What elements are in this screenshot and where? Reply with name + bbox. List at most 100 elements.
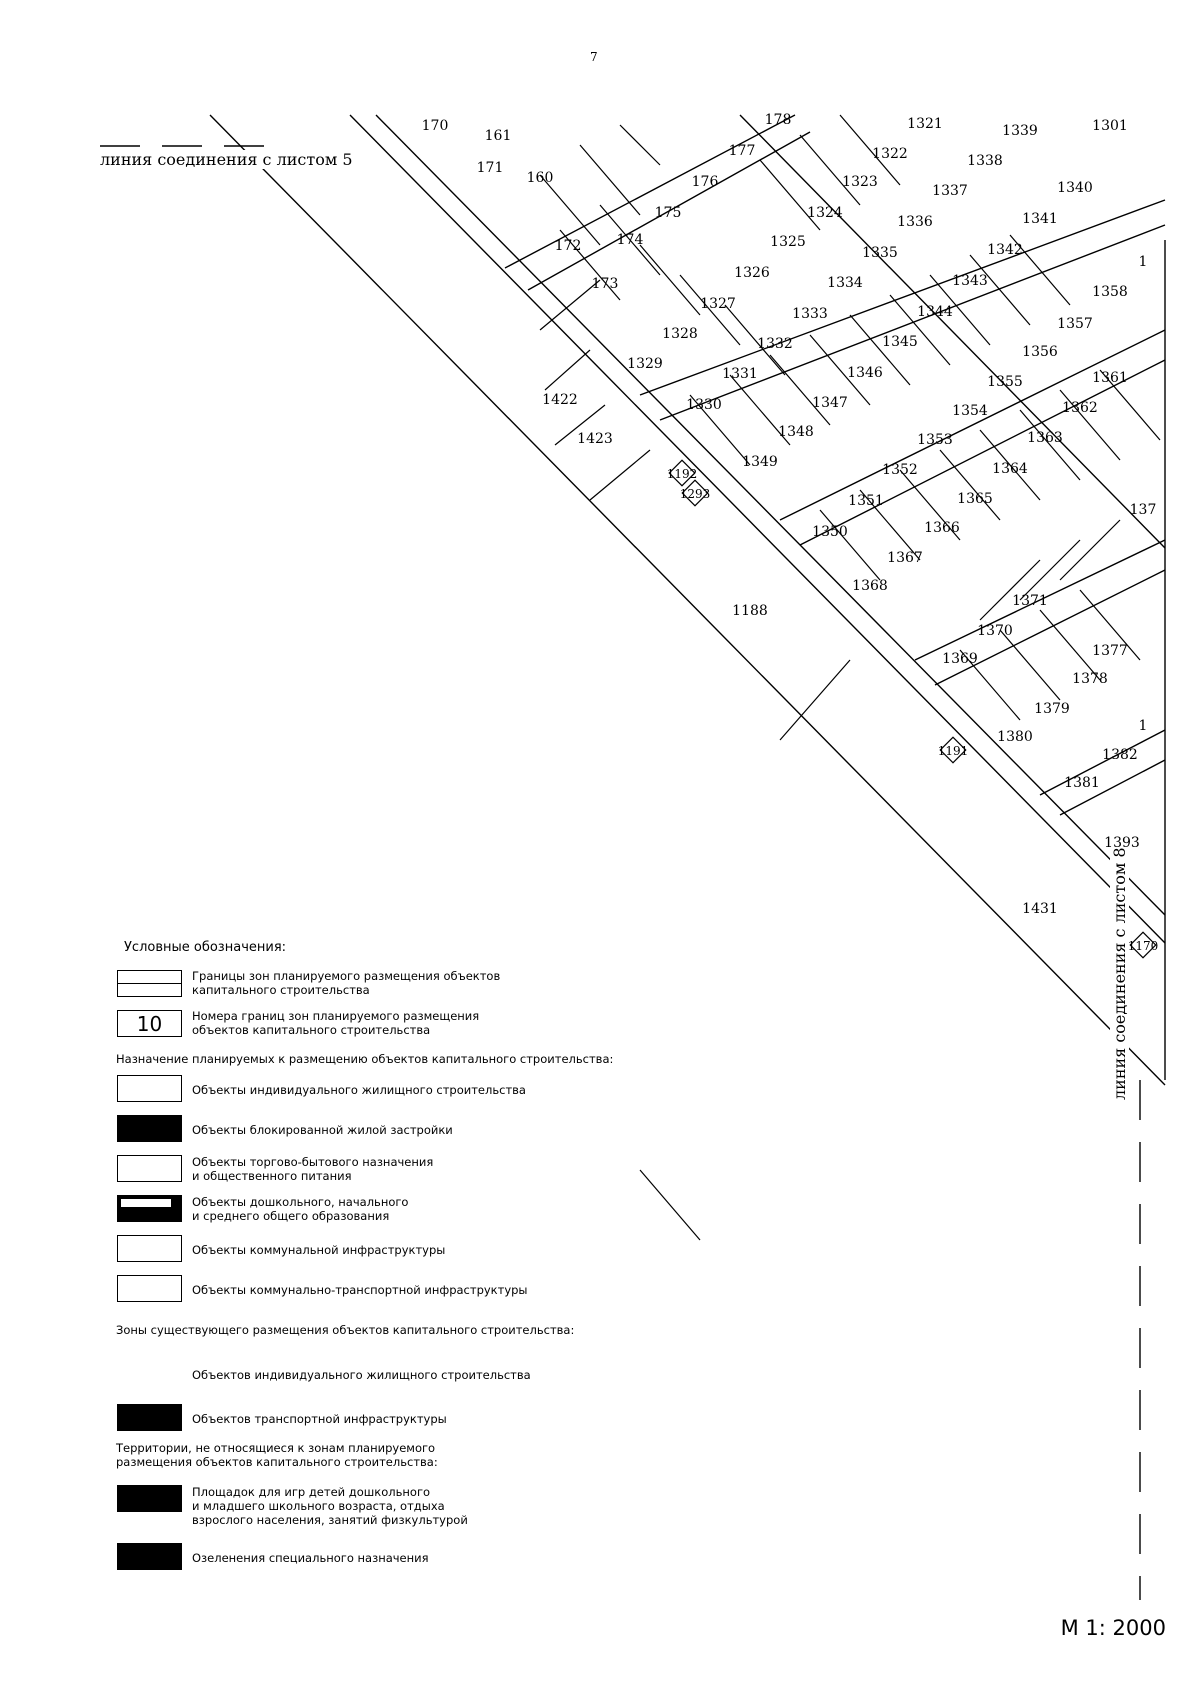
lot-number-label: 1356 [1022, 344, 1058, 360]
lot-divider [899, 469, 961, 541]
lot-number-label: 1353 [917, 432, 953, 448]
lot-number-label: 171 [477, 160, 504, 176]
lot-divider [539, 174, 601, 246]
legend-symbol-existing-izhs [117, 1360, 182, 1387]
lot-divider [599, 204, 661, 276]
legend-symbol-communal-transport [117, 1275, 182, 1302]
lot-divider [554, 404, 606, 446]
lot-divider [579, 144, 641, 216]
lot-number-label: 1431 [1022, 901, 1058, 917]
lot-number-label: 174 [617, 232, 644, 248]
street-edge [934, 569, 1166, 686]
lot-number-label: 1341 [1022, 211, 1058, 227]
lot-number-label: 160 [527, 170, 554, 186]
lot-number-label: 1422 [542, 392, 578, 408]
lot-number-label: 1370 [977, 623, 1013, 639]
lot-number-label: 1321 [907, 116, 943, 132]
lot-divider [1079, 589, 1141, 661]
legend-section-existing: Зоны существующего размещения объектов к… [116, 1323, 575, 1337]
lot-number-label: 1349 [742, 454, 778, 470]
legend-symbol-izhs [117, 1075, 182, 1102]
street-edge [779, 329, 1166, 521]
join-line-label-sheet-5: линия соединения с листом 5 [100, 150, 355, 169]
legend-symbol-boundary-number: 10 [117, 1010, 182, 1037]
street-edge [799, 359, 1166, 546]
lot-number-label: 1323 [842, 174, 878, 190]
legend-symbol-playgrounds [117, 1485, 182, 1512]
legend-section-other: Территории, не относящиеся к зонам плани… [116, 1441, 438, 1469]
lot-divider [679, 274, 741, 346]
lot-divider [769, 354, 831, 426]
boundary-marker: 1191 [938, 736, 968, 764]
legend-symbol-greenery [117, 1543, 182, 1570]
street-edge [504, 114, 796, 269]
lot-number-label: 1 [1139, 718, 1148, 734]
legend-text-blocked-housing: Объекты блокированной жилой застройки [192, 1123, 453, 1137]
lot-number-label: 1355 [987, 374, 1023, 390]
lot-number-label: 1188 [732, 603, 768, 619]
lot-number-label: 1337 [932, 183, 968, 199]
lot-divider [939, 449, 1001, 521]
lot-divider [969, 254, 1031, 326]
lot-divider [799, 134, 861, 206]
lot-number-label: 1357 [1057, 316, 1093, 332]
lot-number-label: 177 [729, 143, 756, 159]
lot-divider [979, 559, 1041, 621]
page-number: 7 [590, 50, 598, 64]
lot-divider [639, 1169, 701, 1241]
lot-number-label: 1381 [1064, 775, 1100, 791]
lot-divider [689, 394, 751, 466]
legend-section-planned: Назначение планируемых к размещению объе… [116, 1052, 614, 1066]
lot-divider [539, 279, 601, 331]
legend-text-communal-transport: Объекты коммунально-транспортной инфраст… [192, 1283, 528, 1297]
join-line-label-sheet-8: линия соединения с листом 8 [1110, 847, 1129, 1100]
lot-number-label: 161 [485, 128, 512, 144]
lot-number-label: 172 [555, 238, 582, 254]
lot-number-label: 1331 [722, 366, 758, 382]
lot-number-label: 1354 [952, 403, 988, 419]
lot-number-label: 1339 [1002, 123, 1038, 139]
lot-number-label: 1346 [847, 365, 883, 381]
lot-number-label: 1334 [827, 275, 863, 291]
lot-divider [639, 244, 701, 316]
lot-number-label: 1322 [872, 146, 908, 162]
parcel-boundary [739, 114, 1166, 549]
lot-number-label: 1301 [1092, 118, 1128, 134]
lot-number-label: 1371 [1012, 593, 1048, 609]
street-edge [659, 224, 1166, 421]
street-edge [527, 131, 811, 291]
lot-number-label: 1377 [1092, 643, 1128, 659]
street-edge [914, 539, 1166, 661]
legend-text-boundary-number: Номера границ зон планируемого размещени… [192, 1009, 480, 1037]
legend-text-greenery: Озеленения специального назначения [192, 1551, 429, 1565]
lot-number-label: 1329 [627, 356, 663, 372]
lot-divider [619, 124, 661, 166]
lot-divider [724, 304, 786, 376]
lot-divider [999, 629, 1061, 701]
lot-number-label: 173 [592, 276, 619, 292]
lot-divider [779, 659, 851, 741]
lot-divider [544, 349, 591, 391]
lot-divider [1059, 389, 1121, 461]
lot-number-label: 1327 [700, 296, 736, 312]
boundary-marker: 1293 [680, 479, 710, 507]
lot-divider [1019, 409, 1081, 481]
lot-divider [1009, 234, 1071, 306]
legend-text-transport: Объектов транспортной инфраструктуры [192, 1412, 447, 1426]
lot-number-label: 1361 [1092, 370, 1128, 386]
road-edge [209, 114, 1166, 1086]
legend-text-existing-izhs: Объектов индивидуального жилищного строи… [192, 1368, 531, 1382]
boundary-marker-label: 1192 [667, 467, 698, 481]
lot-number-label: 1 [1139, 254, 1148, 270]
lot-number-label: 1367 [887, 550, 923, 566]
lot-divider [1099, 369, 1161, 441]
lot-divider [759, 159, 821, 231]
lot-number-label: 1345 [882, 334, 918, 350]
legend-symbol-transport [117, 1404, 182, 1431]
lot-number-label: 175 [655, 205, 682, 221]
lot-divider [839, 114, 901, 186]
boundary-marker-label: 1170 [1128, 939, 1159, 953]
lot-number-label: 1325 [770, 234, 806, 250]
street-edge [1039, 729, 1166, 796]
lot-number-label: 1368 [852, 578, 888, 594]
